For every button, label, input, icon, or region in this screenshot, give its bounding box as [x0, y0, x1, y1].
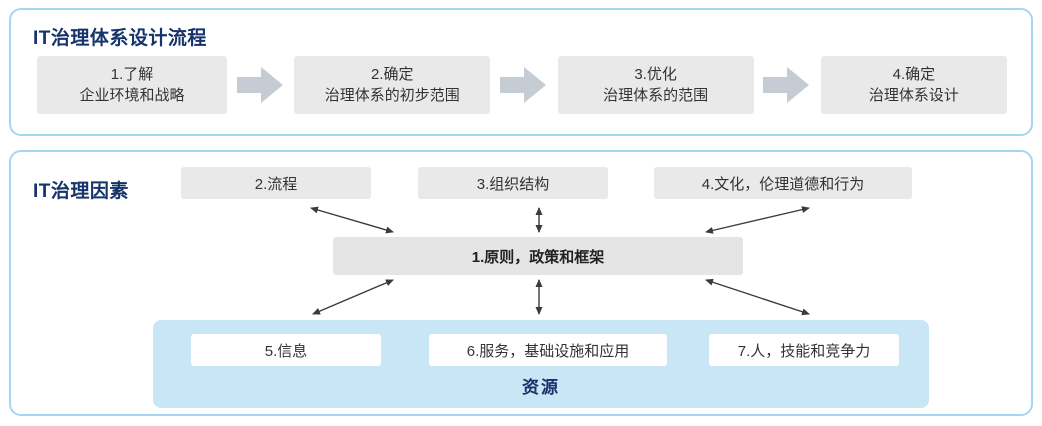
factors-panel: IT治理因素 2.流程 3.组织结构 4.文化，伦理道德和行为 1.原则，政策和…: [9, 150, 1033, 416]
process-step-3: 3.优化 治理体系的范围: [557, 56, 754, 114]
factor-culture: 4.文化，伦理道德和行为: [654, 167, 912, 199]
factor-information: 5.信息: [191, 334, 381, 366]
flow-arrow-icon: [236, 67, 283, 103]
process-steps-row: 1.了解 企业环境和战略 2.确定 治理体系的初步范围 3.优化 治理体系的范围: [37, 56, 1007, 114]
process-step-1-line1: 1.了解: [110, 66, 154, 83]
factor-services-infrastructure: 6.服务，基础设施和应用: [429, 334, 667, 366]
process-step-1-line2: 企业环境和战略: [79, 87, 185, 104]
factor-people-skills: 7.人，技能和竞争力: [709, 334, 899, 366]
factor-org-structure: 3.组织结构: [418, 167, 608, 199]
factor-process: 2.流程: [181, 167, 371, 199]
process-panel: IT治理体系设计流程 1.了解 企业环境和战略 2.确定 治理体系的初步范围 3…: [9, 8, 1033, 136]
process-step-1: 1.了解 企业环境和战略: [37, 56, 227, 114]
flow-arrow-icon: [763, 67, 810, 103]
process-panel-title: IT治理体系设计流程: [33, 28, 207, 49]
resources-container: 5.信息 6.服务，基础设施和应用 7.人，技能和竞争力 资源: [153, 320, 929, 408]
process-step-3-line2: 治理体系的范围: [603, 87, 709, 104]
factors-panel-title: IT治理因素: [33, 181, 129, 202]
process-step-2: 2.确定 治理体系的初步范围: [294, 56, 491, 114]
process-step-4-line1: 4.确定: [892, 66, 936, 83]
factor-principles-center: 1.原则，政策和框架: [333, 237, 743, 275]
process-step-3-line1: 3.优化: [634, 66, 677, 83]
process-step-2-line1: 2.确定: [371, 66, 414, 83]
resources-label: 资源: [522, 378, 560, 397]
process-step-2-line2: 治理体系的初步范围: [324, 87, 460, 104]
process-step-4-line2: 治理体系设计: [868, 87, 959, 104]
flow-arrow-icon: [499, 67, 546, 103]
process-step-4: 4.确定 治理体系设计: [820, 56, 1007, 114]
